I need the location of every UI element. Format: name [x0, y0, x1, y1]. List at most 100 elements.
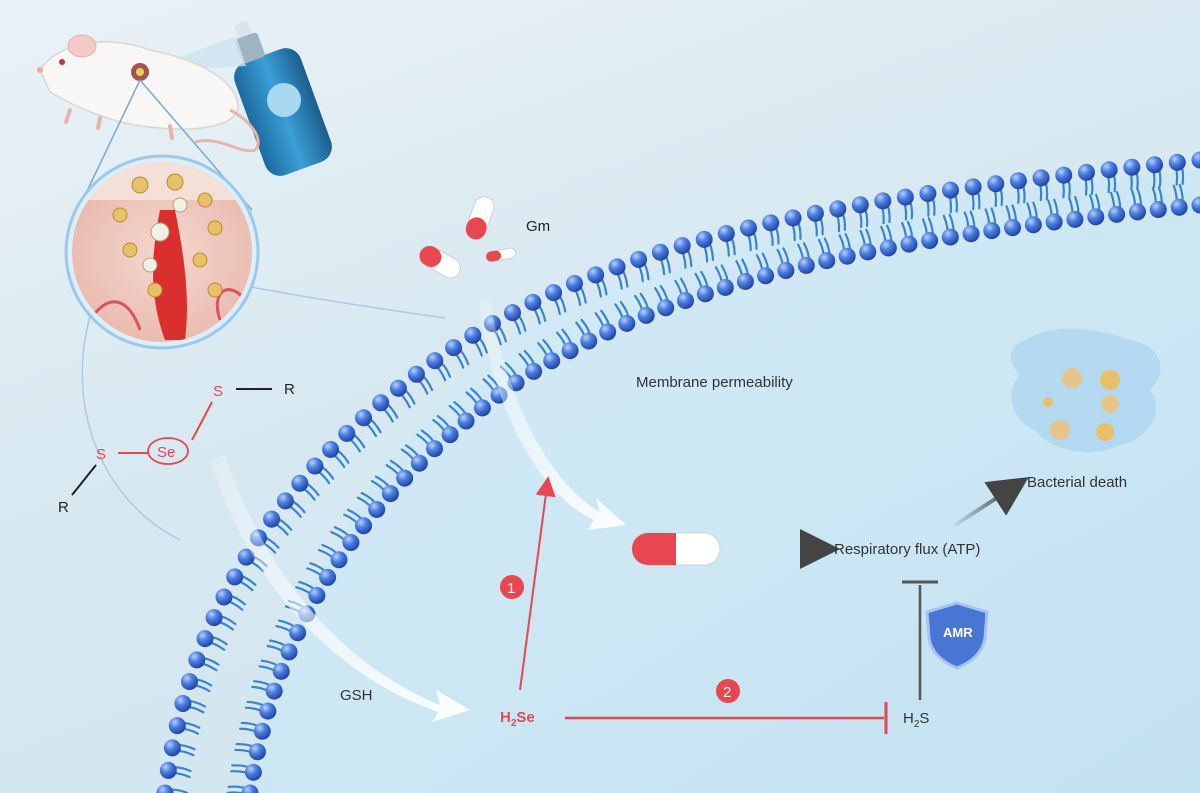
- lipid-head: [736, 272, 754, 290]
- lipid-head: [739, 219, 757, 237]
- lipid-head: [306, 457, 324, 475]
- lipid-head: [215, 588, 233, 606]
- lipid-head: [338, 424, 356, 442]
- lipid-head: [874, 192, 892, 210]
- lipid-head: [464, 326, 482, 344]
- h2se-permeability-arrow: [519, 476, 556, 691]
- lipid-head: [921, 232, 939, 250]
- lipid-head: [156, 784, 174, 793]
- lipid-head: [473, 399, 491, 417]
- lipid-head: [426, 352, 444, 370]
- lipid-head: [396, 469, 414, 487]
- lipid-head: [241, 784, 259, 793]
- lipid-bilayer-membrane: [156, 151, 1200, 793]
- lipid-head: [1170, 198, 1188, 216]
- lipid-head: [1100, 161, 1118, 179]
- h2s-sub: 2: [914, 719, 920, 730]
- lipid-head: [355, 517, 373, 535]
- sulfur-top-label: S: [213, 383, 223, 400]
- lipid-head: [896, 188, 914, 206]
- lipid-head: [1123, 158, 1141, 176]
- step-1-badge: [500, 575, 524, 599]
- lipid-head: [381, 485, 399, 503]
- lipid-head: [630, 250, 648, 268]
- lipid-head: [818, 252, 836, 270]
- lipid-head: [244, 763, 262, 781]
- lipid-head: [322, 440, 340, 458]
- lipid-head: [355, 409, 373, 427]
- lipid-head: [829, 200, 847, 218]
- lipid-head: [525, 362, 543, 380]
- lipid-head: [308, 586, 326, 604]
- lipid-head: [838, 247, 856, 265]
- lipid-head: [879, 239, 897, 257]
- h2s-label: H2S: [903, 710, 929, 730]
- bacterial-death-splash-icon: [1010, 328, 1161, 453]
- lipid-head: [777, 261, 795, 279]
- lipid-head: [248, 743, 266, 761]
- h2se-h: H: [500, 709, 511, 726]
- lipid-head: [565, 274, 583, 292]
- lipid-head: [941, 181, 959, 199]
- lipid-head: [716, 278, 734, 296]
- lipid-head: [253, 722, 271, 740]
- lipid-head: [983, 222, 1001, 240]
- lipid-head: [757, 267, 775, 285]
- lipid-head: [651, 243, 669, 261]
- h2se-sub: 2: [511, 718, 517, 729]
- lipid-head: [1045, 213, 1063, 231]
- lipid-head: [205, 609, 223, 627]
- h2s-h: H: [903, 710, 914, 727]
- lipid-head: [168, 717, 186, 735]
- lipid-head: [657, 299, 675, 317]
- lipid-head: [608, 258, 626, 276]
- lipid-head: [859, 243, 877, 261]
- lipid-head: [900, 235, 918, 253]
- lipid-head: [941, 228, 959, 246]
- lipid-head: [426, 440, 444, 458]
- lipid-head: [784, 209, 802, 227]
- lipid-head: [1024, 216, 1042, 234]
- lipid-head: [441, 426, 459, 444]
- lipid-head: [580, 332, 598, 350]
- h2s-tail: S: [919, 710, 929, 727]
- bacterial-death-label: Bacterial death: [1027, 474, 1127, 491]
- lipid-head: [1087, 208, 1105, 226]
- lipid-head: [276, 492, 294, 510]
- lipid-head: [280, 643, 298, 661]
- lipid-head: [263, 510, 281, 528]
- lipid-head: [524, 293, 542, 311]
- lipid-head: [272, 662, 290, 680]
- lipid-head: [676, 292, 694, 310]
- death-arrow: [953, 477, 1029, 527]
- r-group-top-label: R: [284, 381, 295, 398]
- gsh-arrow: [210, 455, 470, 722]
- respiratory-flux-label: Respiratory flux (ATP): [834, 541, 980, 558]
- lipid-head: [696, 285, 714, 303]
- lipid-head: [1191, 196, 1200, 214]
- lipid-head: [445, 339, 463, 357]
- spray-can-icon: [234, 20, 332, 176]
- step-2-number: 2: [723, 684, 731, 701]
- lipid-head: [457, 412, 475, 430]
- lipid-head: [1066, 210, 1084, 228]
- lipid-head: [1032, 169, 1050, 187]
- lipid-head: [407, 365, 425, 383]
- lipid-head: [618, 314, 636, 332]
- step-1-number: 1: [507, 580, 515, 597]
- lipid-head: [503, 304, 521, 322]
- lipid-head: [797, 256, 815, 274]
- lipid-head: [919, 185, 937, 203]
- lipid-head: [964, 178, 982, 196]
- lipid-head: [806, 204, 824, 222]
- lipid-head: [410, 454, 428, 472]
- lipid-head: [226, 568, 244, 586]
- lipid-head: [587, 266, 605, 284]
- r-group-left-label: R: [58, 499, 69, 516]
- lipid-head: [259, 702, 277, 720]
- lipid-head: [319, 568, 337, 586]
- lipid-head: [180, 673, 198, 691]
- lipid-head: [962, 225, 980, 243]
- h2se-tail: Se: [516, 709, 534, 726]
